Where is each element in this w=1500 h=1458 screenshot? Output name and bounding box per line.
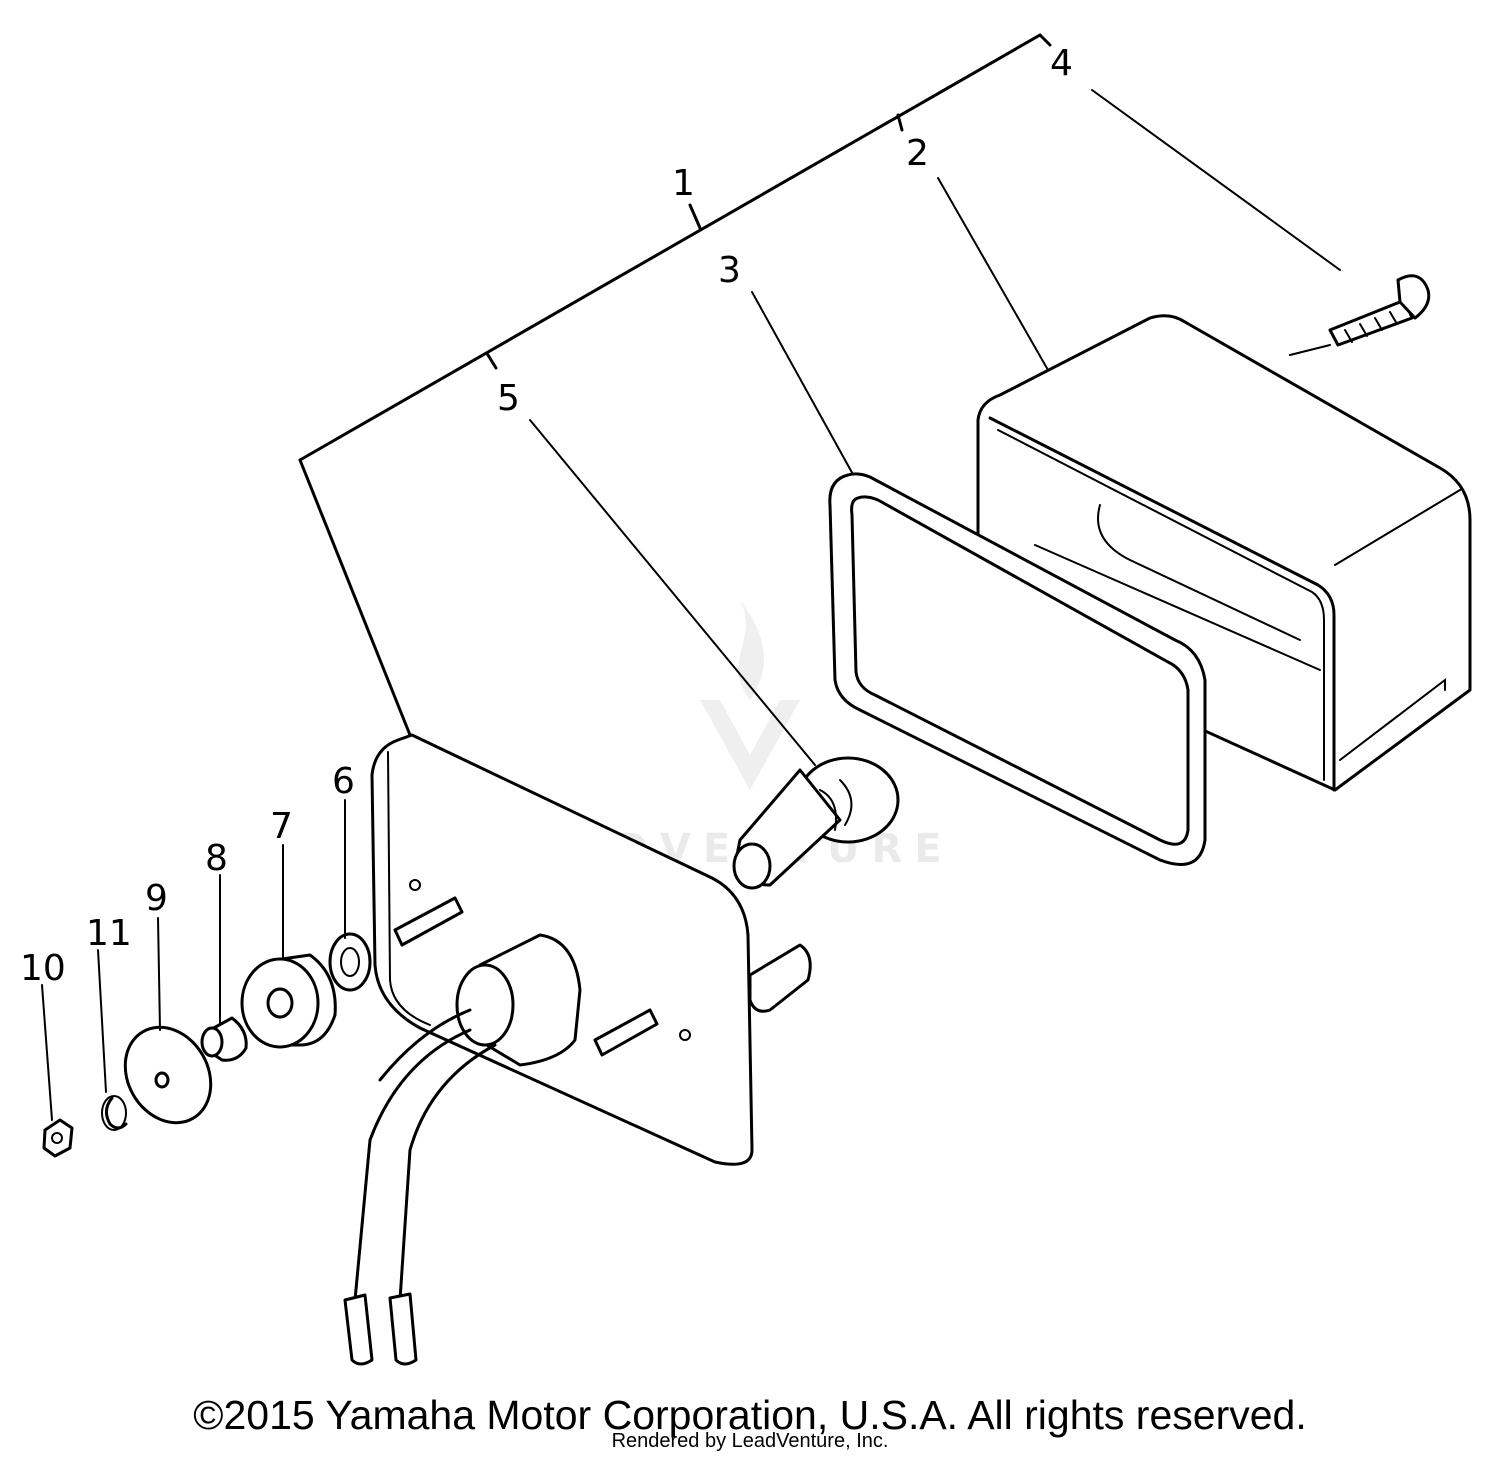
- gasket: [828, 472, 1207, 866]
- screw: [1328, 274, 1431, 347]
- clip: [101, 1095, 128, 1131]
- base-plate: [343, 733, 812, 1366]
- rendered-by-credit: Rendered by LeadVenture, Inc.: [611, 1430, 889, 1452]
- callout-1: 1: [672, 163, 695, 204]
- callout-2: 2: [906, 133, 929, 174]
- callout-3: 3: [718, 250, 741, 291]
- bulb: [732, 756, 900, 890]
- nut: [42, 1118, 74, 1158]
- callout-5: 5: [497, 378, 520, 419]
- assembly-bracket: [298, 33, 1052, 737]
- callout-8: 8: [205, 838, 228, 879]
- washer: [328, 932, 372, 992]
- copyright-notice: ©2015 Yamaha Motor Corporation, U.S.A. A…: [193, 1392, 1307, 1438]
- callout-leaders: [41, 799, 346, 1121]
- callout-4: 4: [1050, 43, 1073, 84]
- callout-6: 6: [332, 761, 355, 802]
- callout-10: 10: [20, 948, 66, 989]
- plate-washer: [123, 1025, 213, 1125]
- leader-lines: [529, 89, 1341, 766]
- callout-11: 11: [86, 913, 132, 954]
- collar: [200, 1016, 248, 1062]
- callout-7: 7: [270, 806, 293, 847]
- callout-labels: 1 2 3 4 5 6 7 8 9 10 11: [20, 43, 1073, 989]
- callout-9: 9: [145, 878, 168, 919]
- grommet: [240, 953, 337, 1049]
